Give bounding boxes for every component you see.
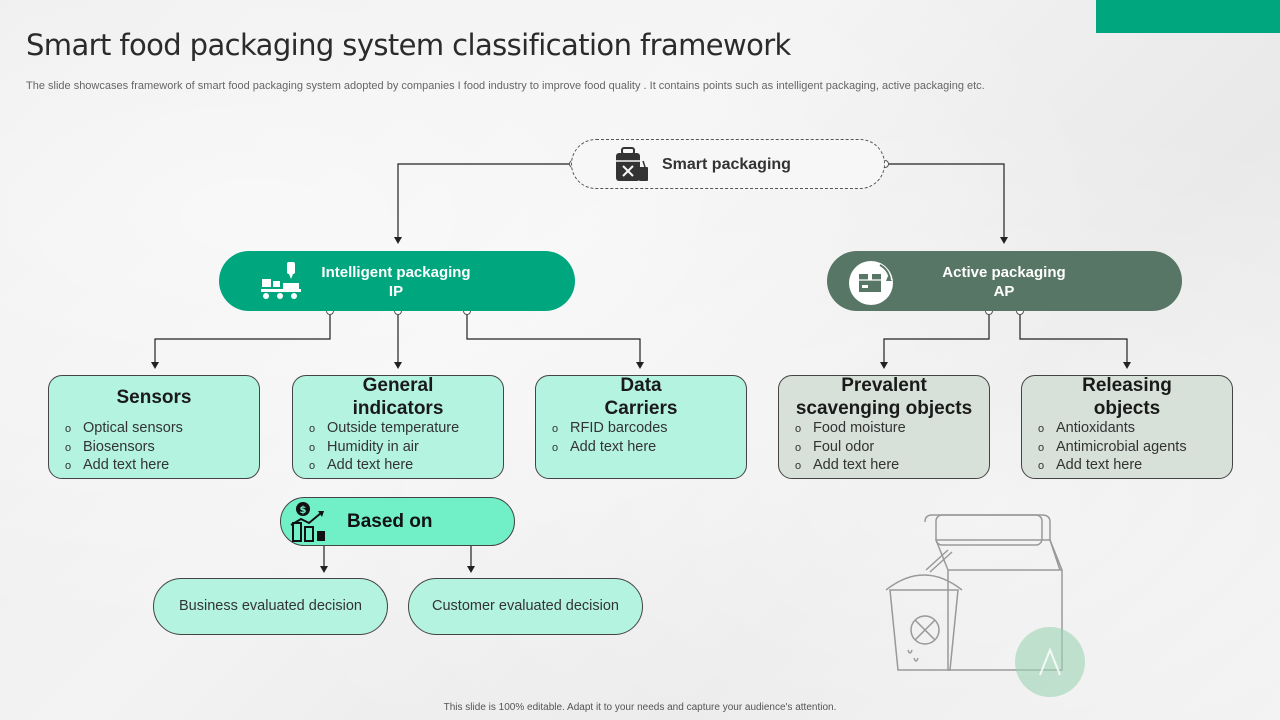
production-line-icon [261,262,301,299]
food-delivery-bag-icon [616,147,648,181]
connector-ap-prevalent [883,312,990,363]
based-on-label: Based on [347,511,433,532]
intelligent-packaging-title: Intelligent packaging [321,264,471,281]
general-indicators-title: General indicators [352,375,444,419]
sensors-title: Sensors [116,387,192,408]
smart-packaging-node: Smart packaging [571,139,885,189]
business-decision-node: Business evaluated decision [153,578,388,635]
intelligent-packaging-abbr: IP [388,283,404,300]
data-carriers-title: Data Carriers [604,375,678,419]
connector-root-ap [885,163,1005,238]
smart-packaging-label: Smart packaging [662,156,791,173]
active-packaging-node: Active packaging AP [827,251,1182,311]
page-title: Smart food packaging system classificati… [26,28,791,62]
package-cycle-icon [849,261,893,305]
intelligent-packaging-node: Intelligent packaging IP [219,251,575,311]
active-packaging-abbr: AP [993,283,1015,300]
based-on-node: $ Based on [280,497,515,546]
connector-ip-data [466,312,641,363]
connector-root-ip [397,163,571,238]
page-subtitle: The slide showcases framework of smart f… [26,80,985,92]
releasing-objects-title: Releasing objects [1082,375,1172,419]
food-packaging-illustration [885,514,1085,697]
svg-text:$: $ [300,505,307,516]
connector-ip-sensors [154,312,331,363]
connector-ap-releasing [1019,312,1128,363]
corner-accent-bar [1096,0,1280,33]
financial-growth-icon: $ [290,502,325,542]
active-packaging-title: Active packaging [942,264,1066,281]
footer-note: This slide is 100% editable. Adapt it to… [443,702,837,713]
customer-decision-node: Customer evaluated decision [408,578,643,635]
prevalent-scavenging-title: Prevalent scavenging objects [795,375,973,419]
